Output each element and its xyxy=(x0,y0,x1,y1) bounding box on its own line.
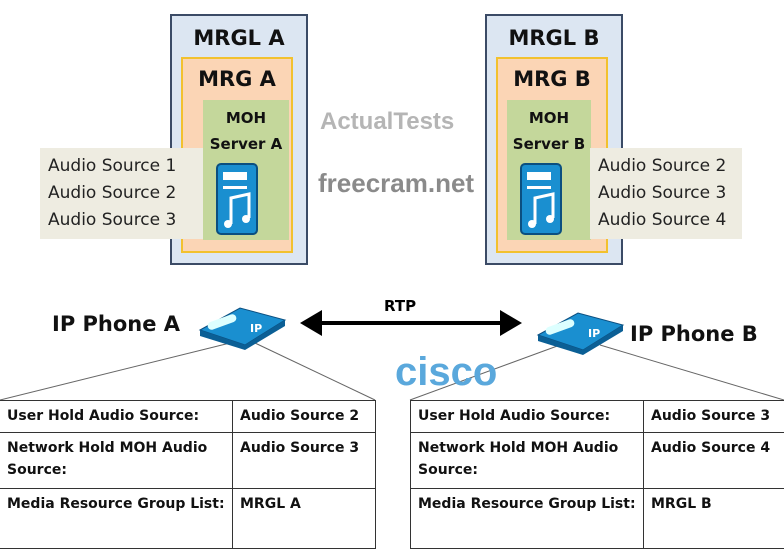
table-row: User Hold Audio Source:Audio Source 3 xyxy=(411,401,784,433)
watermark-cisco-logo: cisco xyxy=(395,352,497,392)
table-row: Network Hold MOH Audio Source:Audio Sour… xyxy=(0,433,376,489)
moh-server-icon xyxy=(519,162,569,236)
audio-source: Audio Source 4 xyxy=(598,207,734,234)
table-row: User Hold Audio Source:Audio Source 2 xyxy=(0,401,376,433)
ip-phone-b-config-table: User Hold Audio Source:Audio Source 3 Ne… xyxy=(410,400,784,549)
moh-server-icon xyxy=(215,162,265,236)
ip-badge: IP xyxy=(588,327,600,340)
audio-source: Audio Source 3 xyxy=(48,207,195,234)
audio-source: Audio Source 3 xyxy=(598,180,734,207)
audio-sources-b: Audio Source 2 Audio Source 3 Audio Sour… xyxy=(590,148,742,239)
ip-phone-b-label: IP Phone B xyxy=(630,322,758,346)
server-label: Server B xyxy=(507,131,591,157)
mrgl-a-label: MRGL A xyxy=(172,26,306,50)
audio-source: Audio Source 1 xyxy=(48,153,195,180)
ip-phone-a-label: IP Phone A xyxy=(52,312,180,336)
ip-phone-b-icon: IP xyxy=(533,305,628,355)
moh-server-b-box: MOH Server B xyxy=(507,100,591,240)
ip-phone-a-icon: IP xyxy=(195,300,290,350)
setting-value: Audio Source 3 xyxy=(644,401,784,433)
audio-source: Audio Source 2 xyxy=(598,153,734,180)
ip-phone-a-config-table: User Hold Audio Source:Audio Source 2 Ne… xyxy=(0,400,376,549)
watermark-freecram: freecram.net xyxy=(318,170,474,196)
audio-source: Audio Source 2 xyxy=(48,180,195,207)
moh-label: MOH xyxy=(203,105,289,131)
setting-label: User Hold Audio Source: xyxy=(411,401,644,433)
ip-badge: IP xyxy=(250,322,262,335)
mrgl-b-label: MRGL B xyxy=(487,26,621,50)
table-row: Network Hold MOH Audio Source:Audio Sour… xyxy=(411,433,784,489)
server-label: Server A xyxy=(203,131,289,157)
setting-label: User Hold Audio Source: xyxy=(0,401,233,433)
mrg-a-label: MRG A xyxy=(183,67,291,91)
setting-label: Network Hold MOH Audio Source: xyxy=(0,433,233,489)
watermark-actualtests: ActualTests xyxy=(320,110,454,134)
setting-value: Audio Source 4 xyxy=(644,433,784,489)
moh-server-a-box: MOH Server A xyxy=(203,100,289,240)
moh-label: MOH xyxy=(507,105,591,131)
rtp-label: RTP xyxy=(384,297,416,315)
mrg-b-label: MRG B xyxy=(498,67,606,91)
setting-label: Network Hold MOH Audio Source: xyxy=(411,433,644,489)
setting-value: Audio Source 2 xyxy=(233,401,376,433)
audio-sources-a: Audio Source 1 Audio Source 2 Audio Sour… xyxy=(40,148,203,239)
setting-value: Audio Source 3 xyxy=(233,433,376,489)
